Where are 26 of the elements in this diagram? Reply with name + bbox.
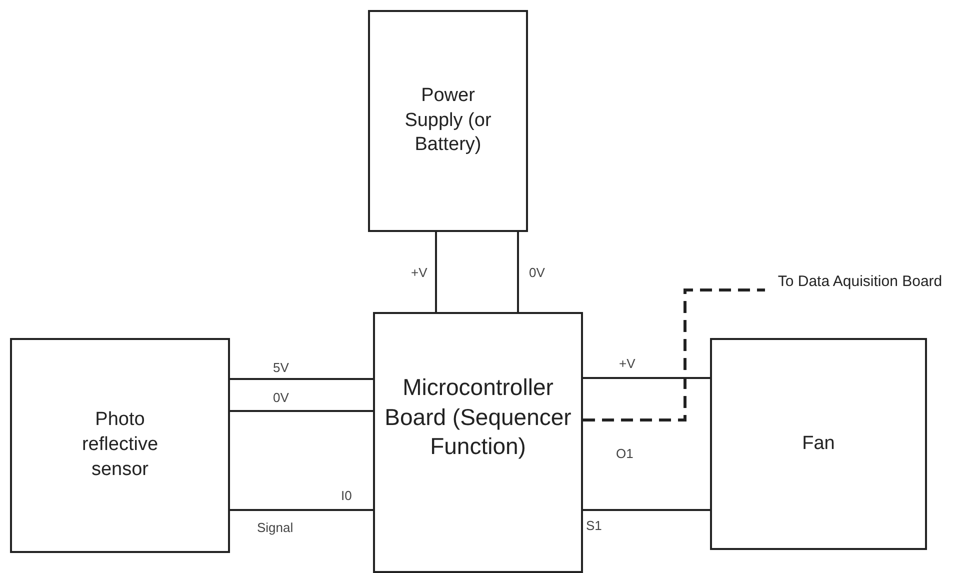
block-label: Photo reflective sensor <box>80 408 160 482</box>
block-box <box>373 312 583 573</box>
edge-label: S1 <box>585 518 603 533</box>
edge-label: 0V <box>528 265 546 280</box>
connector <box>230 410 373 412</box>
edge-label: +V <box>410 265 428 280</box>
connector <box>517 232 519 312</box>
connector <box>583 377 710 379</box>
connector <box>435 232 437 312</box>
edge-label: O1 <box>615 446 634 461</box>
edge-label: Signal <box>256 520 294 535</box>
block-label: To Data Aquisition Board <box>778 272 942 292</box>
connector <box>583 509 710 511</box>
edge-label: +V <box>618 356 636 371</box>
edge-label: 5V <box>272 360 290 375</box>
block-box <box>10 338 230 553</box>
connector <box>230 509 373 511</box>
edge-label: 0V <box>272 390 290 405</box>
block-box <box>368 10 528 232</box>
block-label: Fan <box>802 432 835 456</box>
block-label: Microcontroller Board (Sequencer Function) <box>384 372 572 462</box>
connector <box>230 378 373 380</box>
block-label: Power Supply (or Battery) <box>404 84 492 158</box>
pin-label: I0 <box>340 488 353 503</box>
dashed-connector <box>583 288 765 422</box>
block-box <box>710 338 927 550</box>
